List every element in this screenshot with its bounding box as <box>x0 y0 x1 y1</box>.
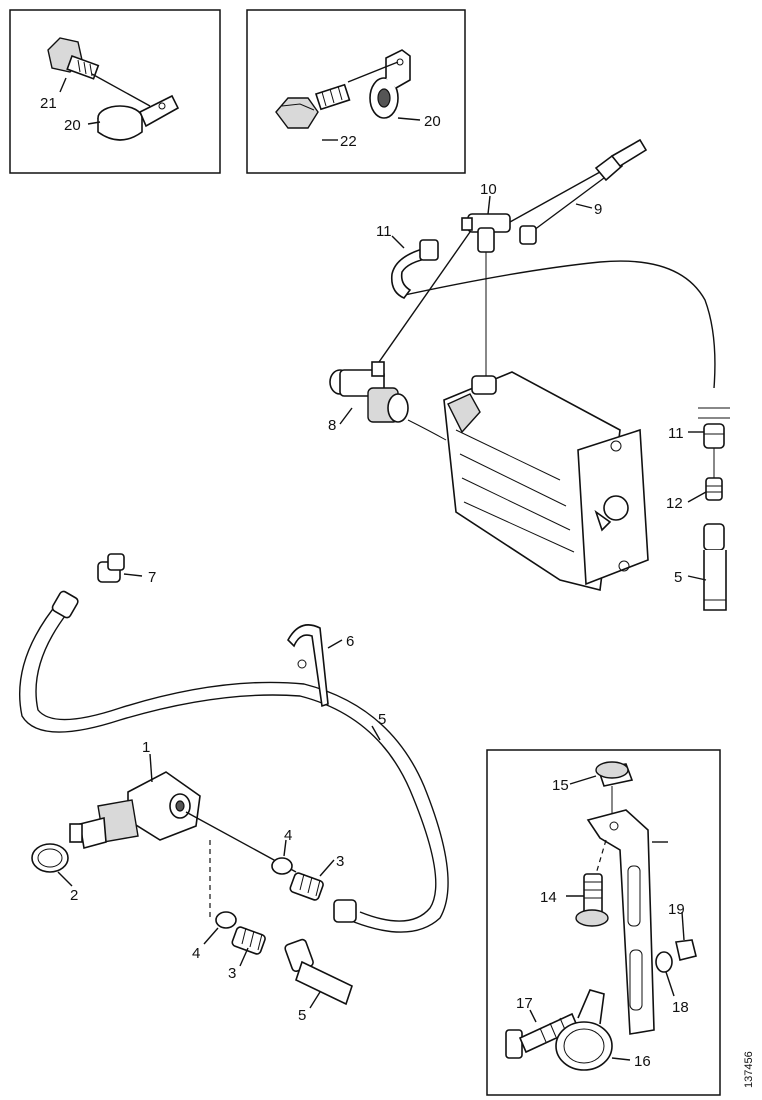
callout-5-lower: 5 <box>298 1007 306 1024</box>
oring-part-4-lower <box>215 911 237 929</box>
oring-part-4-upper <box>271 857 293 875</box>
bracket-part-13 <box>586 809 655 1035</box>
callout-4-upper: 4 <box>284 827 292 844</box>
callout-11-right: 11 <box>668 425 684 442</box>
clamp-part-16 <box>555 989 613 1071</box>
clamp-part-20-right <box>369 49 411 119</box>
callout-2: 2 <box>70 887 78 904</box>
callout-18: 18 <box>672 999 689 1016</box>
callout-16: 16 <box>634 1053 651 1070</box>
bolt-part-22 <box>275 83 351 129</box>
callout-3-upper: 3 <box>336 853 344 870</box>
tee-fitting-part-10 <box>461 213 511 253</box>
bolt-part-21 <box>47 37 100 80</box>
callout-4-lower: 4 <box>192 945 200 962</box>
nut-part-15 <box>595 761 634 787</box>
callout-3-lower: 3 <box>228 965 236 982</box>
callout-22: 22 <box>340 133 357 150</box>
callout-10: 10 <box>480 181 497 198</box>
fitting-part-8 <box>329 361 409 423</box>
hose-part-5-long <box>19 599 437 922</box>
fuel-pipe-part-11-right <box>698 407 730 449</box>
callout-8: 8 <box>328 417 336 434</box>
callout-20-left: 20 <box>64 117 81 134</box>
hose-part-5-lower <box>284 938 353 1006</box>
adapter-part-3-lower <box>231 926 266 955</box>
callout-5-long: 5 <box>378 711 386 728</box>
fitting-part-7 <box>97 553 125 583</box>
washer-part-18 <box>655 951 673 973</box>
adapter-part-12 <box>705 477 723 501</box>
callout-11-upper: 11 <box>376 223 392 240</box>
callout-1: 1 <box>142 739 150 756</box>
nut-part-19 <box>675 939 697 961</box>
fuel-pipe-part-11-upper <box>390 247 432 299</box>
bolt-part-14 <box>575 873 609 927</box>
callout-15: 15 <box>552 777 569 794</box>
callout-14: 14 <box>540 889 557 906</box>
callout-19: 19 <box>668 901 685 918</box>
fuel-pipe-part-9 <box>509 138 648 245</box>
filter-housing <box>443 371 649 591</box>
clamp-part-20-left <box>97 94 180 141</box>
hose-part-5-right <box>703 523 727 611</box>
inset-box-bottom-right <box>486 749 721 1096</box>
clip-part-6 <box>287 624 329 708</box>
callout-20-right: 20 <box>424 113 441 130</box>
callout-12: 12 <box>666 495 683 512</box>
callout-6: 6 <box>346 633 354 650</box>
oring-part-2 <box>31 843 69 873</box>
valve-body-part-1 <box>69 771 201 850</box>
fuel-line-upper-loop <box>399 260 716 389</box>
adapter-part-3-upper <box>289 872 324 901</box>
callout-17: 17 <box>516 995 533 1012</box>
callout-21: 21 <box>40 95 57 112</box>
callout-7: 7 <box>148 569 156 586</box>
reference-code: 137456 <box>743 1051 755 1088</box>
callout-9: 9 <box>594 201 602 218</box>
inset-box-top-middle <box>246 9 466 174</box>
inset-box-top-left <box>9 9 221 174</box>
callout-5-right: 5 <box>674 569 682 586</box>
